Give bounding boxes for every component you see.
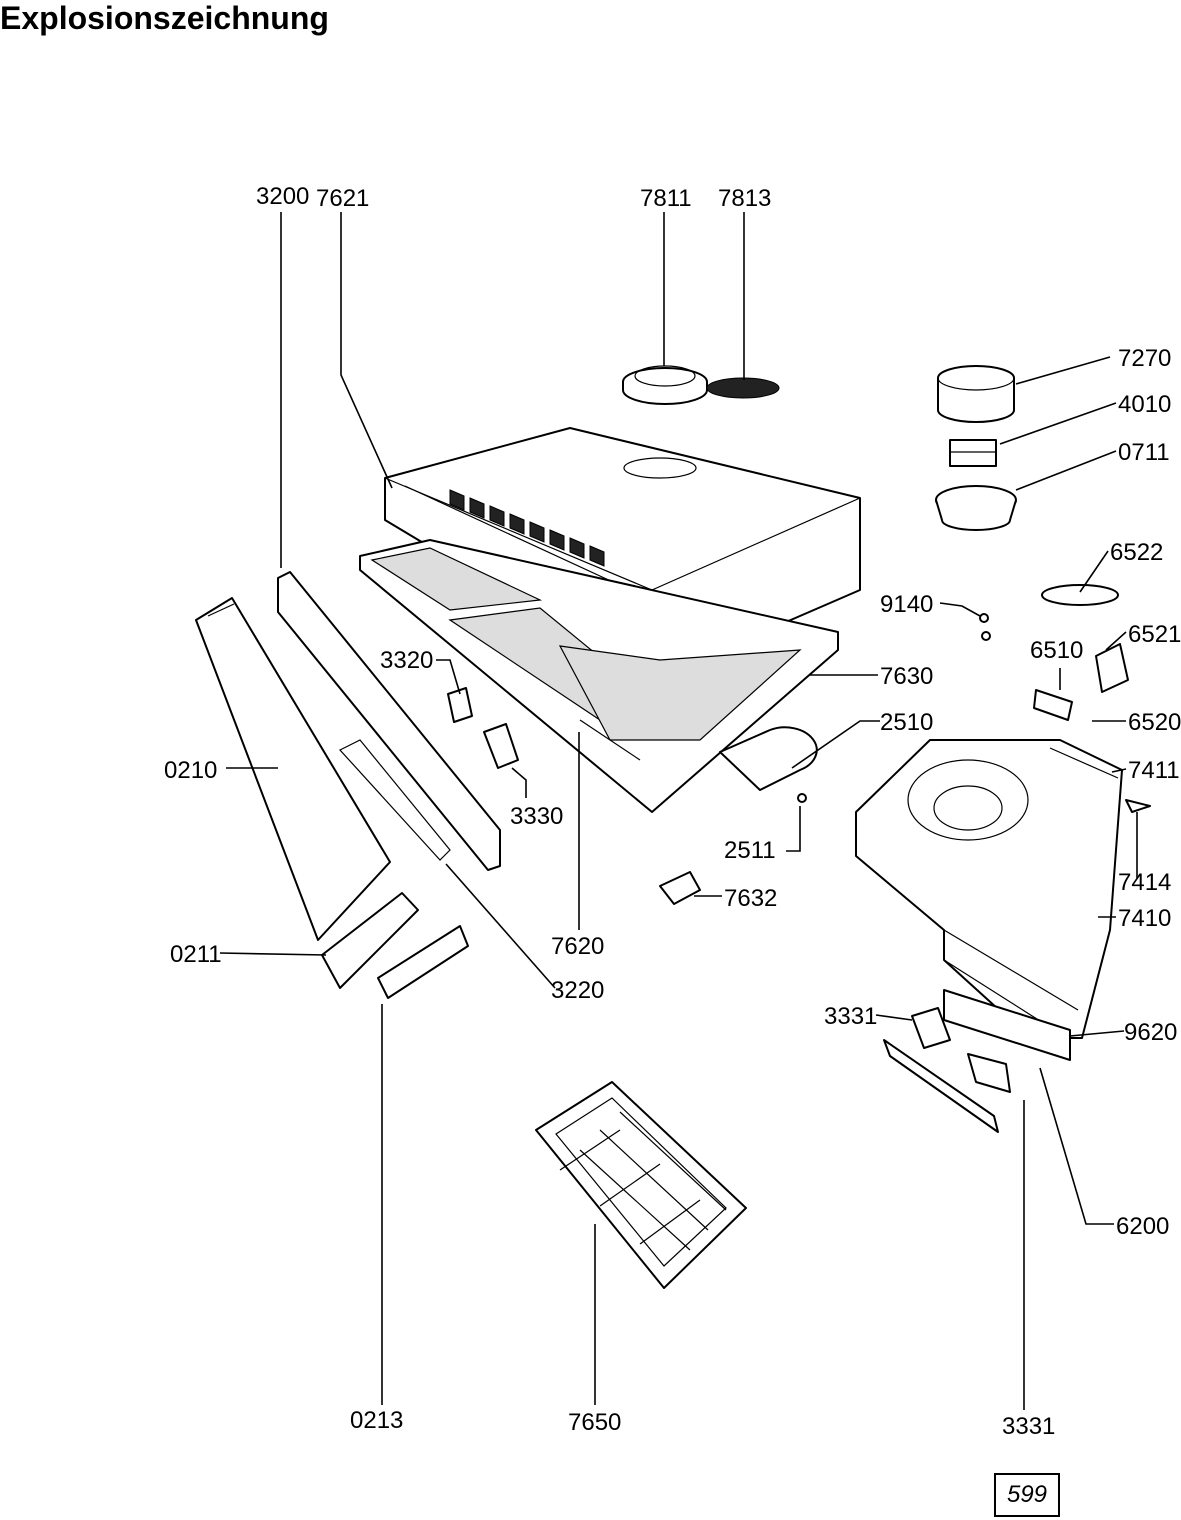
label-4010: 4010 bbox=[1118, 391, 1171, 418]
label-6521: 6521 bbox=[1128, 621, 1181, 648]
part-3200-trim bbox=[277, 571, 501, 871]
label-9140: 9140 bbox=[880, 591, 933, 618]
label-7621: 7621 bbox=[316, 185, 369, 212]
part-7414-clip bbox=[1125, 799, 1151, 813]
label-7270: 7270 bbox=[1118, 345, 1171, 372]
label-3331-lower: 3331 bbox=[1002, 1413, 1055, 1440]
part-0210-glass bbox=[195, 597, 391, 941]
part-7410-housing bbox=[855, 739, 1123, 1041]
label-7811: 7811 bbox=[640, 185, 692, 212]
leader-lines bbox=[219, 212, 1138, 1410]
page-number-box: 599 bbox=[994, 1473, 1060, 1517]
label-6200: 6200 bbox=[1116, 1213, 1169, 1240]
part-9140-nut bbox=[979, 613, 991, 641]
label-2511: 2511 bbox=[724, 837, 776, 864]
label-3220: 3220 bbox=[551, 977, 604, 1004]
part-7813-grille bbox=[706, 377, 780, 399]
label-7630: 7630 bbox=[880, 663, 933, 690]
label-0211: 0211 bbox=[170, 941, 222, 968]
part-6521-holder bbox=[1095, 643, 1129, 693]
label-0711: 0711 bbox=[1118, 439, 1170, 466]
label-6522: 6522 bbox=[1110, 539, 1163, 566]
part-4010-motor bbox=[949, 439, 997, 467]
part-7811-ring bbox=[622, 365, 708, 405]
label-0213: 0213 bbox=[350, 1407, 403, 1434]
part-3330-clip bbox=[483, 723, 519, 769]
label-3200: 3200 bbox=[256, 183, 309, 210]
part-2510-plate bbox=[719, 726, 818, 791]
label-0210: 0210 bbox=[164, 757, 217, 784]
label-2510: 2510 bbox=[880, 709, 933, 736]
part-6522-cover bbox=[1041, 584, 1119, 606]
label-3331-upper: 3331 bbox=[824, 1003, 877, 1030]
part-7270-filter bbox=[937, 365, 1015, 423]
part-labels: 3200 7621 7811 7813 7270 4010 0711 6522 … bbox=[164, 183, 1181, 1440]
part-3331-clip bbox=[883, 1007, 1011, 1133]
label-3330: 3330 bbox=[510, 803, 563, 830]
label-7813: 7813 bbox=[718, 185, 771, 212]
part-7650-filter bbox=[535, 1081, 747, 1289]
part-9620-module bbox=[943, 989, 1071, 1061]
part-0213-bracket bbox=[377, 925, 469, 999]
vent-slots bbox=[449, 489, 605, 567]
part-0211-bracket bbox=[321, 892, 419, 989]
label-7620: 7620 bbox=[551, 933, 604, 960]
label-7632: 7632 bbox=[724, 885, 777, 912]
part-3320-clip bbox=[447, 687, 473, 723]
label-7414: 7414 bbox=[1118, 869, 1171, 896]
page-title: Explosionszeichnung bbox=[0, 0, 329, 36]
part-2511-screw bbox=[797, 793, 807, 803]
label-6510: 6510 bbox=[1030, 637, 1083, 664]
label-7410: 7410 bbox=[1118, 905, 1171, 932]
part-0711-fan bbox=[935, 485, 1017, 531]
label-7650: 7650 bbox=[568, 1409, 621, 1436]
label-3320: 3320 bbox=[380, 647, 433, 674]
part-7632-clip bbox=[659, 871, 701, 905]
label-6520: 6520 bbox=[1128, 709, 1181, 736]
label-9620: 9620 bbox=[1124, 1019, 1177, 1046]
part-6510-bulb bbox=[1033, 689, 1073, 721]
filter-tray bbox=[359, 539, 839, 813]
label-7411: 7411 bbox=[1128, 757, 1180, 784]
